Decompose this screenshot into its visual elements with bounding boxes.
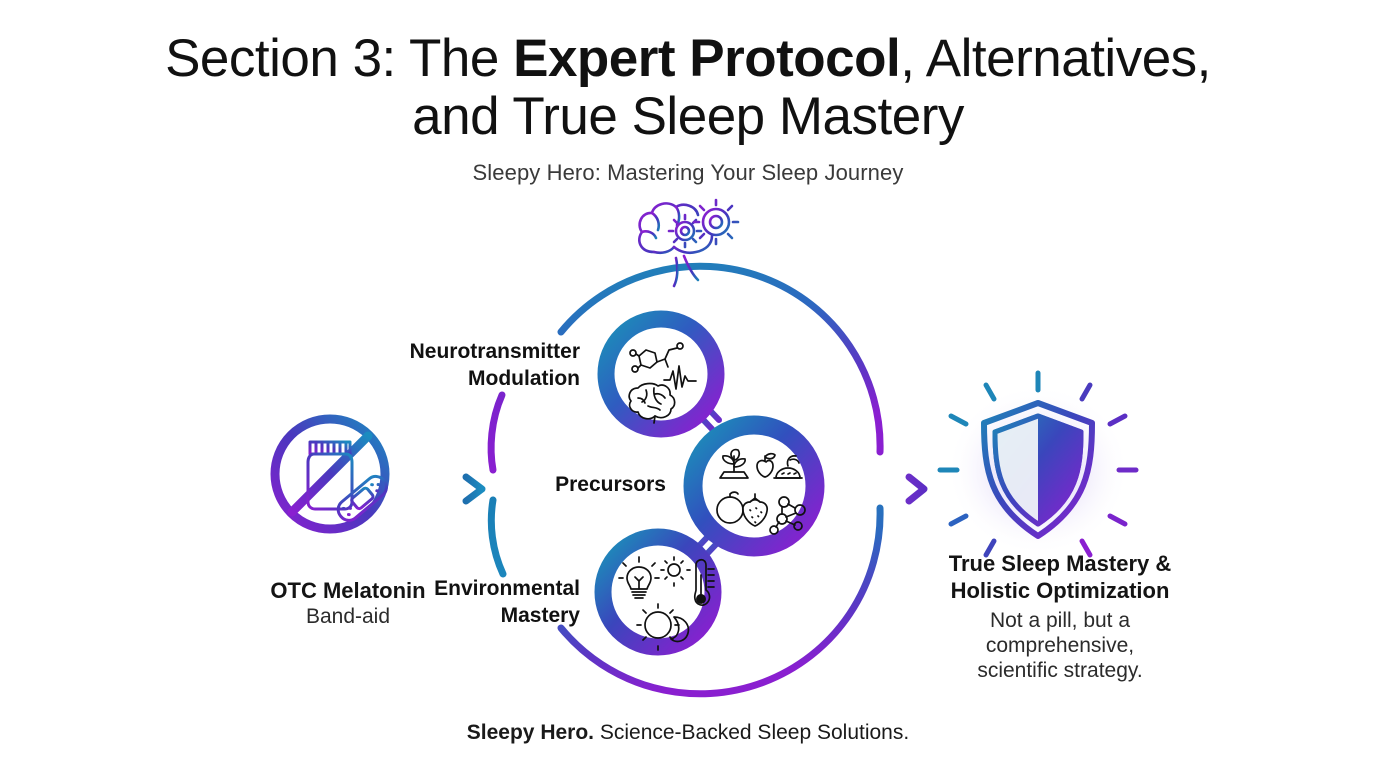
pillar-label-neurotransmitter: Neurotransmitter Modulation [340,338,580,392]
pillar-label-environmental: Environmental Mastery [350,575,580,629]
circle-bridge-connectors [690,397,726,560]
title-block: Section 3: The Expert Protocol, Alternat… [0,30,1376,186]
pillar-label-precursors-line1: Precursors [555,473,666,496]
pillar-circle-neurotransmitter[interactable] [597,310,725,438]
outcome-sub-line1: Not a pill, but a [989,609,1131,632]
pillar-label-precursors: Precursors [406,471,666,498]
otc-melatonin-node: OTC Melatonin Band-aid [248,410,448,630]
brain-gears-icon [638,198,740,288]
outcome-title: True Sleep Mastery & Holistic Optimizati… [880,550,1240,604]
page-subtitle: Sleepy Hero: Mastering Your Sleep Journe… [472,160,904,185]
pillar-circle-precursors[interactable] [683,415,825,557]
otc-subtitle: Band-aid [305,605,391,628]
outcome-title-line2: Holistic Optimization [950,578,1170,603]
footer-brand: Sleepy Hero. [466,721,595,744]
title-emphasis: Expert Protocol [513,29,901,88]
outcome-title-line1: True Sleep Mastery & [948,551,1172,576]
footer-tagline: Science-Backed Sleep Solutions. [594,721,910,744]
plant-fruit-molecule-icon [716,448,806,535]
pillar-label-neurotransmitter-line2: Modulation [468,367,580,390]
page-title: Section 3: The Expert Protocol, Alternat… [0,30,1376,146]
pillar-label-environmental-line2: Mastery [500,604,580,627]
outcome-sub-line3: scientific strategy. [977,659,1143,682]
title-prefix: Section 3: The [165,29,514,88]
title-suffix: , Alternatives, [900,29,1211,88]
bulb-sun-thermometer-moon-icon [618,556,715,651]
outcome-subtitle: Not a pill, but a comprehensive, scienti… [880,608,1240,683]
otc-caption: OTC Melatonin Band-aid [248,578,448,630]
outcome-sub-line2: comprehensive, [985,634,1135,657]
outcome-caption: True Sleep Mastery & Holistic Optimizati… [880,550,1240,683]
footer: Sleepy Hero. Science-Backed Sleep Soluti… [0,721,1376,745]
otc-title: OTC Melatonin [270,578,426,603]
pillar-label-environmental-line1: Environmental [434,577,580,600]
title-line-two: and True Sleep Mastery [412,87,964,146]
pillar-circle-environmental[interactable] [594,528,722,656]
true-sleep-mastery-node: True Sleep Mastery & Holistic Optimizati… [880,385,1240,683]
pillar-label-neurotransmitter-line1: Neurotransmitter [409,340,580,363]
molecule-ekg-brain-icon [628,342,697,424]
